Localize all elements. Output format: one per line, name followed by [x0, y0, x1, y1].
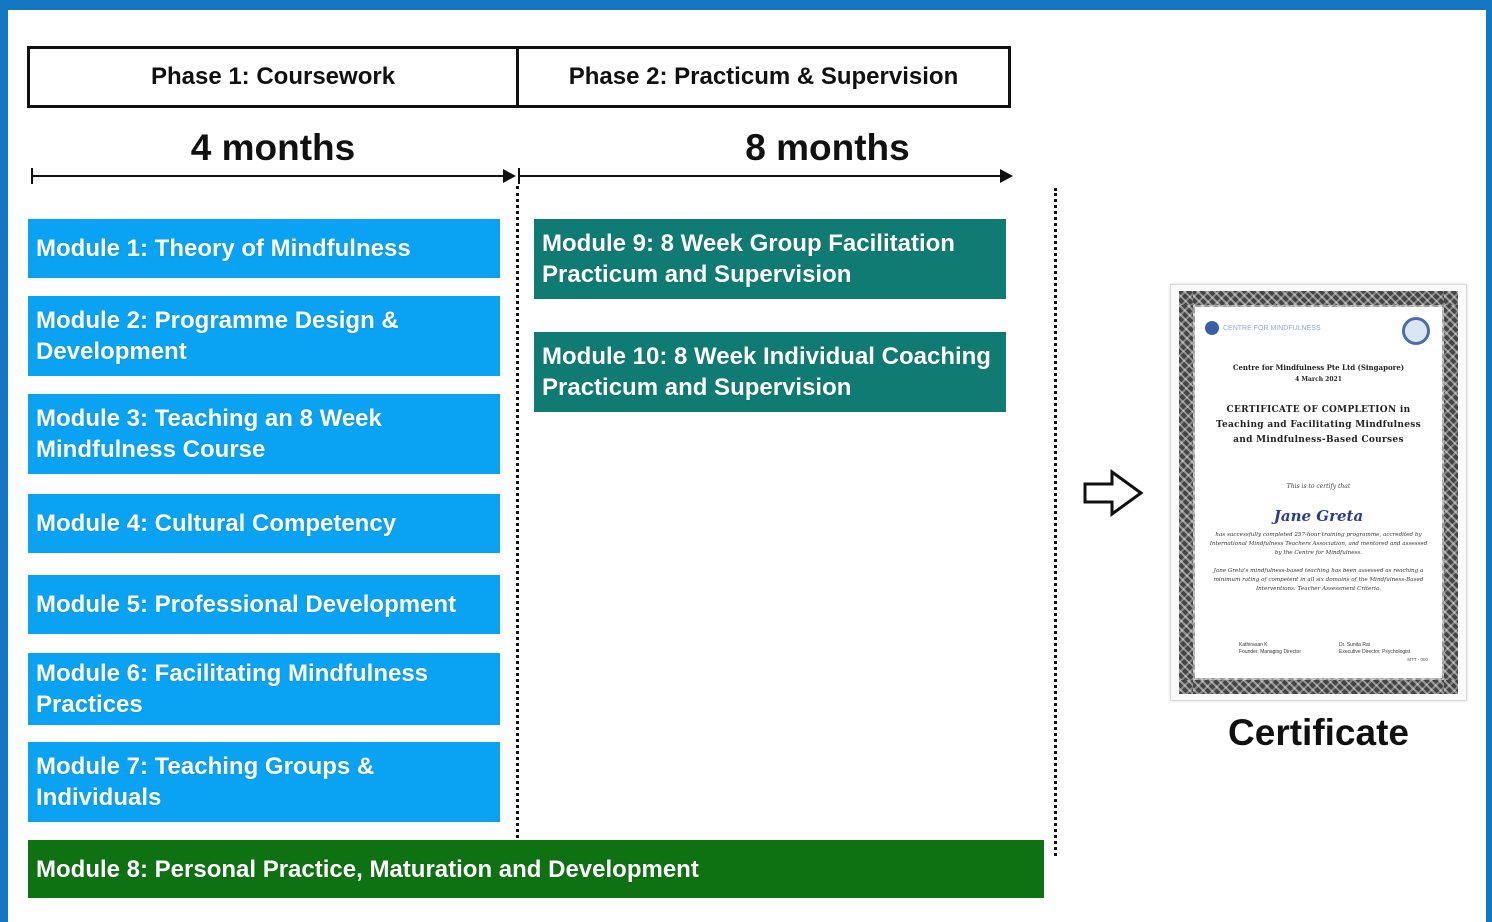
- module-8-label: Module 8: Personal Practice, Maturation …: [36, 855, 699, 883]
- module-6-label: Module 6: Facilitating Mindfulness Pract…: [36, 660, 429, 718]
- certificate-recipient: Jane Greta: [1273, 507, 1364, 525]
- module-4-box: Module 4: Cultural Competency: [28, 494, 500, 553]
- module-4-label: Module 4: Cultural Competency: [36, 510, 397, 537]
- module-2-box: Module 2: Programme Design & Development: [28, 296, 500, 376]
- certificate-content: CENTRE FOR MINDFULNESS Centre for Mindfu…: [1199, 311, 1438, 674]
- outlined-right-arrow-icon: [1083, 469, 1144, 517]
- module-1-label: Module 1: Theory of Mindfulness: [36, 235, 411, 262]
- signatory-2-name: Dr. Sunita Rai: [1339, 642, 1370, 648]
- phase-end-dotted-line: [1054, 188, 1057, 856]
- signatory-2-role: Executive Director, Psychologist: [1339, 649, 1411, 655]
- module-6-box: Module 6: Facilitating Mindfulness Pract…: [28, 653, 500, 725]
- phase-2-arrow-head-icon: [1000, 169, 1013, 183]
- certificate-organisation: Centre for Mindfulness Pte Ltd (Singapor…: [1232, 363, 1405, 372]
- certificate-caption: Certificate: [1228, 712, 1409, 753]
- certificate-signatory-1: Kathirasan K Founder, Managing Director: [1239, 642, 1301, 656]
- phase-1-header: Phase 1: Coursework: [27, 46, 519, 108]
- module-5-label: Module 5: Professional Development: [36, 591, 457, 618]
- certificate-certify-line: This is to certify that: [1286, 483, 1351, 490]
- certificate-logo-text: CENTRE FOR MINDFULNESS: [1223, 324, 1321, 332]
- certificate-body-1: has successfully completed 257-hour trai…: [1209, 532, 1428, 556]
- module-10-box: Module 10: 8 Week Individual Coaching Pr…: [534, 332, 1006, 412]
- module-10-label: Module 10: 8 Week Individual Coaching Pr…: [542, 343, 991, 401]
- module-7-box: Module 7: Teaching Groups & Individuals: [28, 742, 500, 822]
- phase-1-title: Phase 1: Coursework: [150, 63, 396, 90]
- module-3-box: Module 3: Teaching an 8 Week Mindfulness…: [28, 394, 500, 474]
- certificate-seal-icon: [1402, 317, 1430, 345]
- module-1-box: Module 1: Theory of Mindfulness: [28, 219, 500, 278]
- certificate-date: 4 March 2021: [1295, 376, 1342, 383]
- certificate-title: CERTIFICATE OF COMPLETION in Teaching an…: [1216, 405, 1421, 445]
- phase-2-timeline-line: [519, 175, 1001, 177]
- phase-1-arrow-head-icon: [503, 169, 516, 183]
- signatory-1-name: Kathirasan K: [1239, 642, 1268, 648]
- certificate-body-2: Jane Greta's mindfulness-based teaching …: [1213, 568, 1424, 592]
- phase-1-timeline-line: [32, 175, 504, 177]
- certificate-logo-icon: [1205, 321, 1219, 335]
- module-2-label: Module 2: Programme Design & Development: [36, 307, 399, 365]
- phase-1-duration: 4 months: [190, 127, 356, 168]
- module-7-label: Module 7: Teaching Groups & Individuals: [36, 753, 375, 811]
- module-9-box: Module 9: 8 Week Group Facilitation Prac…: [534, 219, 1006, 299]
- signatory-1-role: Founder, Managing Director: [1239, 649, 1301, 655]
- module-5-box: Module 5: Professional Development: [28, 575, 500, 634]
- phase-2-header: Phase 2: Practicum & Supervision: [516, 46, 1011, 108]
- phase-2-duration: 8 months: [745, 127, 910, 168]
- module-3-label: Module 3: Teaching an 8 Week Mindfulness…: [36, 405, 382, 463]
- phase-separator-dotted-line: [516, 186, 519, 838]
- certificate-reference: MTT - 000: [1407, 657, 1428, 662]
- module-9-label: Module 9: 8 Week Group Facilitation Prac…: [542, 230, 955, 288]
- module-8-box: Module 8: Personal Practice, Maturation …: [28, 840, 1044, 898]
- certificate-ornate-border: CENTRE FOR MINDFULNESS Centre for Mindfu…: [1179, 291, 1458, 694]
- phase-2-title: Phase 2: Practicum & Supervision: [568, 63, 959, 90]
- certificate-signatory-2: Dr. Sunita Rai Executive Director, Psych…: [1339, 642, 1410, 656]
- certificate-image: CENTRE FOR MINDFULNESS Centre for Mindfu…: [1170, 284, 1467, 701]
- certificate-logo: CENTRE FOR MINDFULNESS: [1205, 321, 1321, 335]
